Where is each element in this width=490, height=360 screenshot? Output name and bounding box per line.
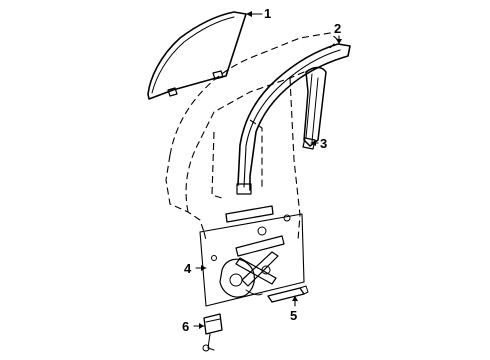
door-outline	[165, 32, 339, 241]
callout-4-label: 4	[184, 261, 192, 276]
window-regulator-assembly	[199, 205, 305, 307]
leader-lines	[193, 11, 342, 329]
callout-3-label: 3	[320, 136, 327, 151]
callout-6-label: 6	[182, 319, 189, 334]
callout-1-label: 1	[264, 6, 271, 21]
callout-2-label: 2	[334, 21, 341, 36]
lower-sash-channel	[267, 285, 309, 303]
regulator-motor	[202, 313, 223, 352]
door-glass	[147, 11, 247, 100]
rear-guide-channel	[302, 66, 327, 150]
callout-5-label: 5	[290, 308, 297, 323]
glass-run-channel	[236, 43, 351, 195]
